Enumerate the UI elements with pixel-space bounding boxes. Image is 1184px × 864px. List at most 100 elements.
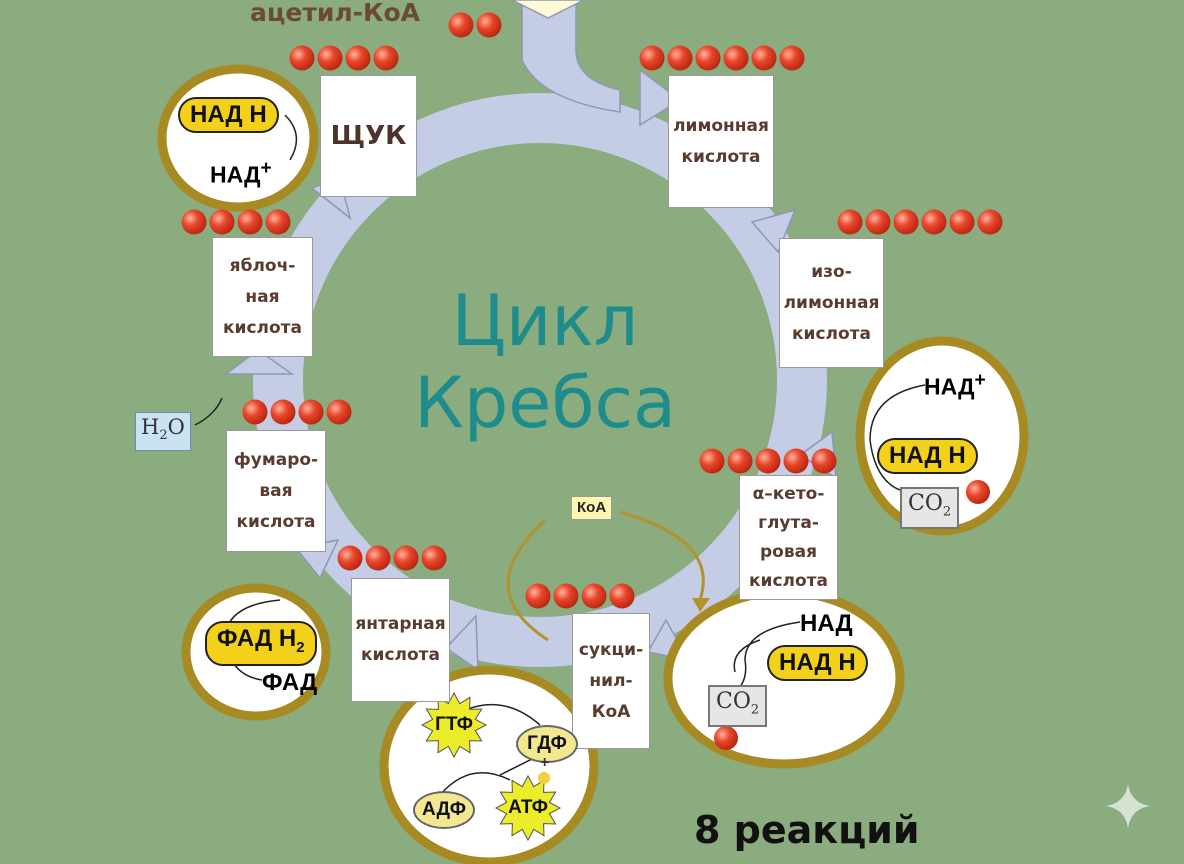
cycle-arrowhead <box>223 349 295 375</box>
koa-arrow-in <box>506 518 549 642</box>
nadh-pill: НАД Н <box>877 438 978 474</box>
title-line: Цикл <box>451 280 639 362</box>
gtp-label: ГТФ <box>435 714 473 735</box>
carbon-atom <box>783 448 809 474</box>
box-succinic-acid: янтарная кислота <box>351 578 450 702</box>
compound-label: ная <box>245 286 280 307</box>
compound-label: лимонная <box>673 115 769 136</box>
nad-label: НАД <box>800 610 853 637</box>
compound-label: нил- <box>589 670 633 691</box>
co2-subscript: 2 <box>942 504 952 520</box>
carbon-atom <box>893 209 919 235</box>
box-fumaric-acid: фумаро- вая кислота <box>226 430 326 552</box>
compound-label: сукци- <box>578 639 644 660</box>
h2o-box: H2O <box>135 412 191 452</box>
carbon-atom <box>779 45 805 71</box>
gdp-label: ГДФ <box>516 725 578 763</box>
box-citric-acid: лимонная кислота <box>668 75 774 208</box>
carbon-atom <box>270 399 296 425</box>
carbon-atom <box>265 209 291 235</box>
nadh-pill: НАД Н <box>178 97 279 133</box>
cycle-arrowhead <box>750 208 797 254</box>
carbon-atom <box>393 545 419 571</box>
carbon-atom <box>373 45 399 71</box>
carbon-atom <box>365 545 391 571</box>
adp-label: АДФ <box>413 791 475 829</box>
fad-label: ФАД <box>262 669 318 696</box>
box-malic-acid: яблоч- ная кислота <box>212 237 313 357</box>
atp-arrow <box>439 772 511 796</box>
carbon-atom <box>237 209 263 235</box>
nad-arrow <box>869 384 926 491</box>
nad-text: НАД <box>924 373 975 400</box>
box-succinyl-coa: сукци- нил- КоА <box>572 613 650 749</box>
carbon-atom <box>695 45 721 71</box>
diagram-title: Цикл Кребса <box>385 280 705 444</box>
compound-label: α–кето- <box>752 483 825 504</box>
carbon-atom <box>326 399 352 425</box>
cycle-arrowhead <box>444 614 479 672</box>
carbon-atom <box>699 448 725 474</box>
compound-label: кислота <box>236 511 316 532</box>
box-alpha-ketoglutaric-acid: α–кето- глута- ровая кислота <box>739 475 838 600</box>
carbon-atom <box>581 583 607 609</box>
reactions-count: 8 реакций <box>694 808 920 852</box>
cycle-ring <box>253 93 827 667</box>
carbon-atom <box>755 448 781 474</box>
h2o-h: H <box>141 415 160 439</box>
carbon-atom <box>289 45 315 71</box>
carbon-atom <box>727 448 753 474</box>
fadh2-subscript: 2 <box>296 638 305 656</box>
box-isocitric-acid: изо- лимонная кислота <box>779 238 884 368</box>
compound-label: кислота <box>681 146 761 167</box>
carbon-atom <box>448 12 474 38</box>
nadh-pill: НАД Н <box>767 645 868 681</box>
compound-label: кислота <box>792 323 871 344</box>
co2-carbon <box>966 480 990 504</box>
fadh2-pill: ФАД Н2 <box>205 621 317 666</box>
nad-plus-label: НАД+ <box>210 158 272 188</box>
cycle-arrowhead <box>639 68 682 127</box>
carbon-atom <box>209 209 235 235</box>
nad-plus-label: НАД+ <box>924 370 986 400</box>
compound-label: фумаро- <box>233 449 319 470</box>
sparkle-icon <box>1106 784 1150 828</box>
h2o-subscript: 2 <box>159 428 168 444</box>
acetyl-coa-label: ацетил-КоА <box>250 0 421 27</box>
compound-label: кислота <box>749 570 828 591</box>
nad-text: НАД <box>210 161 261 188</box>
compound-label: изо- <box>811 261 852 282</box>
entry-arrow <box>521 0 621 113</box>
entry-arrowhead <box>511 0 585 19</box>
compound-label: кислота <box>361 645 440 665</box>
compound-label: КоА <box>591 701 631 722</box>
koa-arrow-out <box>619 510 705 601</box>
carbon-atom <box>525 583 551 609</box>
carbon-atom <box>337 545 363 571</box>
carbon-atom <box>811 448 837 474</box>
carbon-atom <box>977 209 1003 235</box>
carbon-atom <box>949 209 975 235</box>
carbon-atom <box>837 209 863 235</box>
title-line: Кребса <box>414 362 676 444</box>
carbon-atom <box>298 399 324 425</box>
h2o-arrow <box>194 397 223 426</box>
co2-subscript: 2 <box>750 702 760 718</box>
carbon-atom <box>553 583 579 609</box>
carbon-atom <box>476 12 502 38</box>
carbon-atom <box>639 45 665 71</box>
compound-label: яблоч- <box>229 255 296 276</box>
compound-label: ЩУК <box>330 120 407 151</box>
carbon-atom <box>345 45 371 71</box>
compound-label: вая <box>259 480 293 501</box>
koa-label: КоА <box>571 496 613 520</box>
gdp-plus-dot <box>538 772 550 784</box>
nad-arrow <box>733 639 761 673</box>
gtp-burst <box>420 691 488 759</box>
compound-label: ровая <box>760 541 817 562</box>
compound-label: глута- <box>758 512 819 533</box>
koa-arrowhead <box>692 598 710 612</box>
carbon-atom <box>181 209 207 235</box>
co2-text: CO <box>908 491 943 516</box>
atp-label: АТФ <box>508 797 548 818</box>
